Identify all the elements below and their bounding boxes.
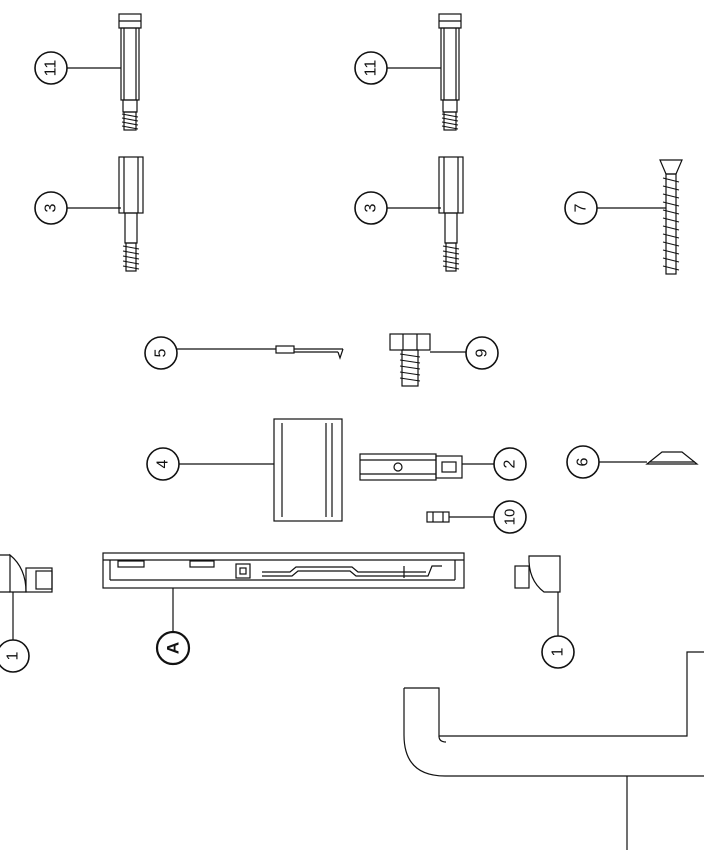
callout-5: 5 bbox=[144, 336, 178, 370]
callout-11-right-label: 11 bbox=[363, 60, 380, 77]
part-7-screw bbox=[659, 159, 683, 275]
callout-3-left: 3 bbox=[34, 191, 68, 225]
part-3-right bbox=[438, 156, 464, 272]
part-2-latch bbox=[359, 453, 463, 481]
part-A-housing bbox=[102, 552, 465, 589]
callout-11-right: 11 bbox=[354, 51, 388, 85]
part-9-bolt bbox=[389, 333, 431, 387]
part-11-right bbox=[438, 13, 462, 131]
part-11-left bbox=[118, 13, 142, 131]
callout-10: 10 bbox=[493, 500, 527, 534]
part-4-block bbox=[273, 418, 343, 522]
callout-1-left: 1 bbox=[0, 639, 30, 673]
callout-2: 2 bbox=[493, 447, 527, 481]
callout-11-left-label: 11 bbox=[43, 60, 60, 77]
callout-5-label: 5 bbox=[153, 348, 170, 357]
callout-A: A bbox=[155, 630, 191, 666]
callout-11-left: 11 bbox=[34, 51, 68, 85]
callout-3-left-label: 3 bbox=[43, 203, 60, 212]
callout-9: 9 bbox=[465, 336, 499, 370]
part-3-left bbox=[118, 156, 144, 272]
callout-7: 7 bbox=[564, 191, 598, 225]
part-5-pin bbox=[275, 345, 344, 360]
callout-3-right: 3 bbox=[354, 191, 388, 225]
callout-4-label: 4 bbox=[155, 459, 172, 468]
callout-7-label: 7 bbox=[573, 203, 590, 212]
part-10-sleeve bbox=[426, 511, 450, 523]
callout-1-right-label: 1 bbox=[550, 647, 567, 656]
callout-2-label: 2 bbox=[502, 459, 519, 468]
part-1-left-cap bbox=[0, 553, 53, 593]
callout-9-label: 9 bbox=[474, 348, 491, 357]
callout-6-label: 6 bbox=[575, 457, 592, 466]
callout-10-label: 10 bbox=[502, 509, 519, 526]
callout-1-right: 1 bbox=[541, 635, 575, 669]
callout-6: 6 bbox=[566, 445, 600, 479]
part-6-wedge bbox=[645, 451, 699, 465]
callout-1-left-label: 1 bbox=[5, 651, 22, 660]
callout-3-right-label: 3 bbox=[363, 203, 380, 212]
part-1-right-cap bbox=[514, 555, 561, 593]
handle bbox=[403, 651, 704, 777]
callout-A-label: A bbox=[164, 642, 183, 654]
callout-4: 4 bbox=[146, 447, 180, 481]
